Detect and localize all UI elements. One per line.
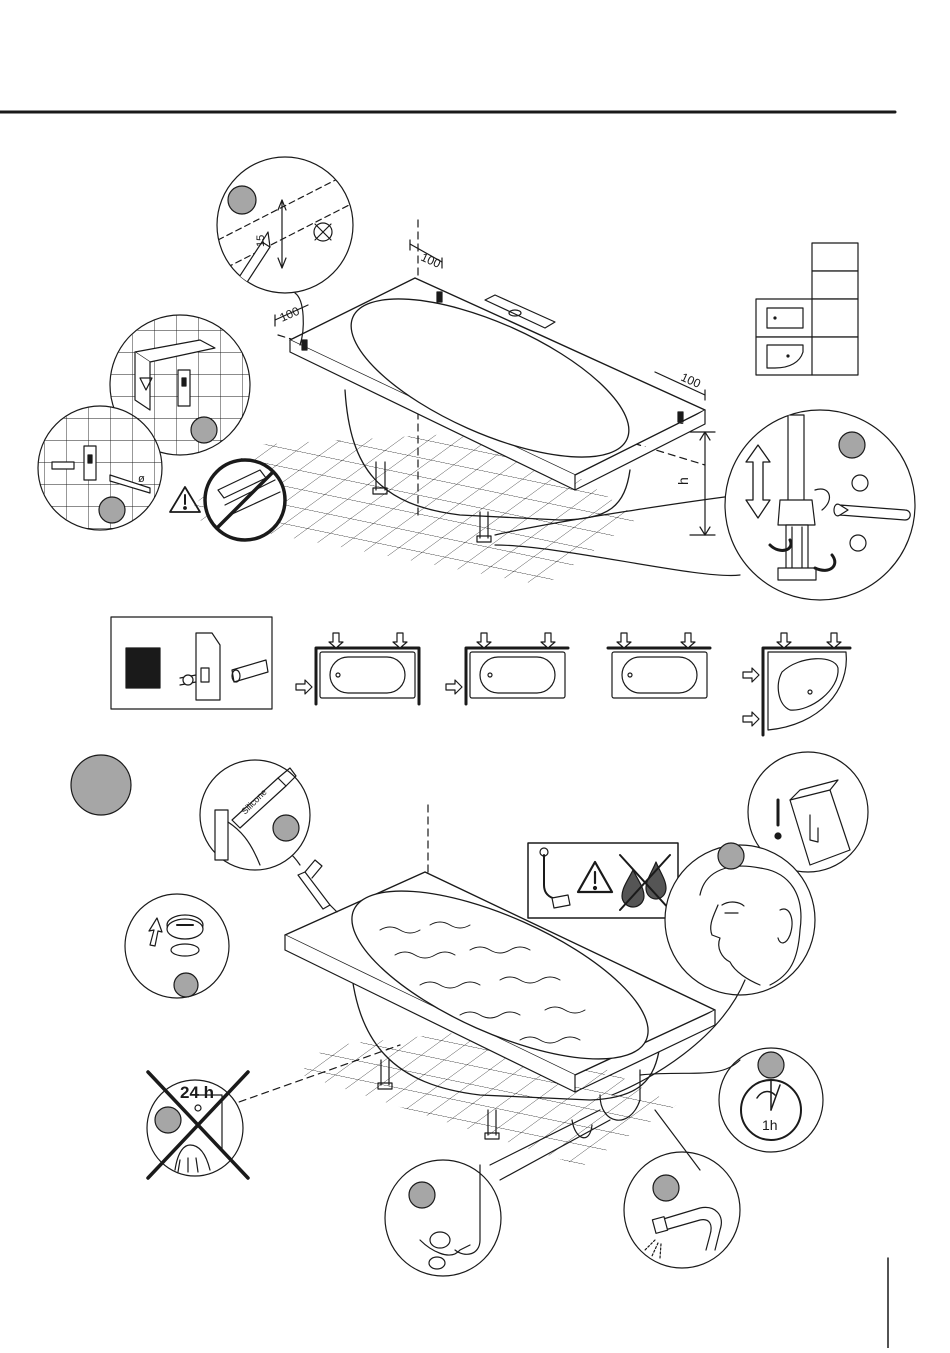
drill-diameter-symbol: ø [138,473,145,485]
section-badge [71,755,131,815]
dimension-100-back-label: 100 [419,250,443,271]
dimension-100-back: 100 [410,240,443,271]
cure-time-label: 24 h [180,1083,214,1102]
step-badge [758,1052,784,1078]
step-badge [839,432,865,458]
dimension-100-left-label: 100 [278,304,302,325]
detail-wait-time: 1h [719,1048,823,1152]
step-badge [155,1107,181,1133]
detail-cure-time: 24 h [147,1072,248,1178]
detail-inspect-face [665,843,815,995]
sub-step-marker [852,475,868,491]
installation-variant-corner-tub [743,633,850,735]
height-symbol: h [675,477,691,485]
silicone-gun [298,860,337,912]
dimension-100-right-label: 100 [679,370,703,391]
surface-sample [126,648,160,688]
step-badge [191,417,217,443]
step-badge [228,186,256,214]
variant-table [756,243,858,375]
fixing-kit-panel [111,617,272,709]
mark-spacing-label: 15 [255,235,267,247]
sub-step-marker [850,535,866,551]
installation-variant-corner-left [296,633,419,704]
prohibited-icon [205,460,285,540]
detail-fill-water [624,1152,740,1268]
step-badge [273,815,299,841]
step-badge [174,973,198,997]
installation-variant-wall [608,633,710,698]
step-badge [99,497,125,523]
detail-drain-cover [125,894,229,998]
step-badge [409,1182,435,1208]
installation-variant-alcove [446,633,568,704]
detail-silicone-seal: Silicone [200,760,310,870]
step-badge [653,1175,679,1201]
warning-box-hot-water [528,843,678,918]
wait-time-label: 1h [762,1117,778,1133]
step-badge [718,843,744,869]
